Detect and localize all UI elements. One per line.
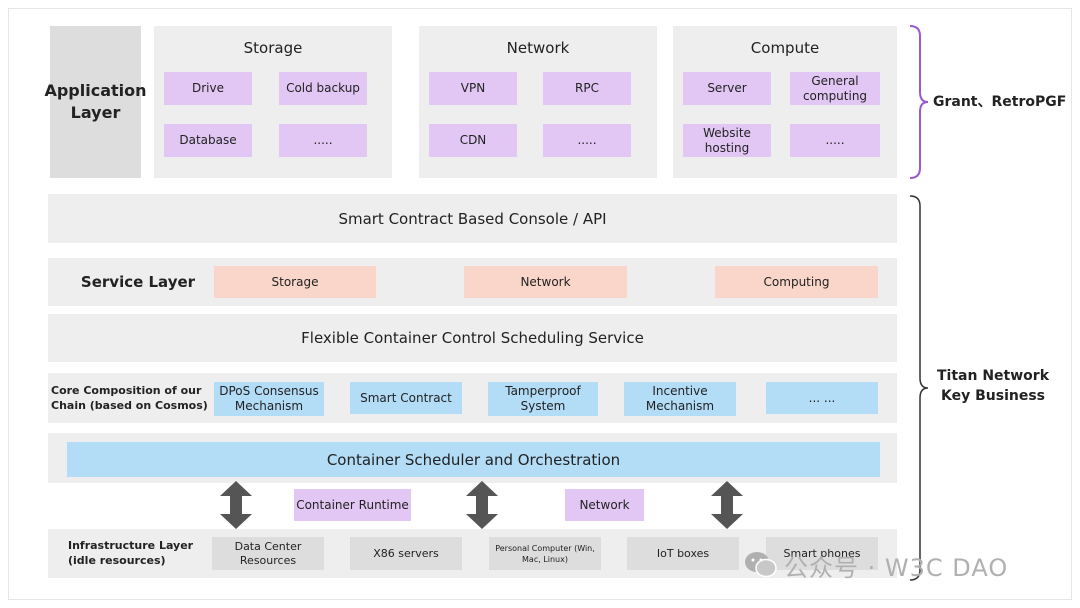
service-item-network: Network (464, 266, 627, 298)
network-item-more: ..... (543, 124, 631, 157)
network-item-cdn: CDN (429, 124, 517, 157)
network-item-rpc: RPC (543, 72, 631, 105)
core-item-smart-contract: Smart Contract (350, 382, 462, 414)
service-item-computing: Computing (715, 266, 878, 298)
storage-item-cold-backup: Cold backup (279, 72, 367, 105)
storage-item-more: ..... (279, 124, 367, 157)
core-composition: Core Composition of our Chain (based on … (48, 373, 897, 423)
container-scheduler-bar: Container Scheduler and Orchestration (67, 442, 880, 477)
core-item-tamperproof: Tamperproof System (488, 382, 598, 416)
orchestration-layer: Container Scheduler and Orchestration (48, 433, 897, 483)
scheduling-service-bar: Flexible Container Control Scheduling Se… (48, 314, 897, 362)
infrastructure-layer-title: Infrastructure Layer (idle resources) (68, 539, 194, 567)
bottom-brace-icon (909, 195, 929, 581)
core-item-dpos: DPoS Consensus Mechanism (214, 382, 324, 416)
watermark: 公众号 · W3C DAO (744, 548, 1054, 582)
storage-group: Storage Drive Cold backup Database ..... (154, 26, 392, 178)
storage-group-title: Storage (243, 39, 303, 57)
scheduling-service-title: Flexible Container Control Scheduling Se… (301, 329, 644, 347)
network-group: Network VPN RPC CDN ..... (419, 26, 657, 178)
bottom-brace-label: Titan Network Key Business (937, 368, 1049, 404)
double-arrow-icon (711, 481, 743, 529)
infra-item-personal-computer: Personal Computer (Win, Mac, Linux) (489, 537, 601, 570)
service-layer-title: Service Layer (80, 273, 196, 291)
wechat-icon (745, 552, 777, 578)
application-layer-title: Application Layer (44, 81, 147, 122)
network-item-vpn: VPN (429, 72, 517, 105)
middle-network-box: Network (565, 489, 644, 521)
watermark-text: 公众号 · W3C DAO (784, 553, 1009, 582)
core-composition-title: Core Composition of our Chain (based on … (51, 384, 208, 412)
compute-group: Compute Server General computing Website… (673, 26, 897, 178)
top-brace-icon (909, 25, 929, 179)
storage-item-database: Database (164, 124, 252, 157)
application-layer-label: Application Layer (44, 26, 147, 178)
double-arrow-icon (220, 481, 252, 529)
network-group-title: Network (506, 39, 570, 57)
compute-group-title: Compute (750, 39, 820, 57)
infra-item-smart-phones: Smart phones (766, 537, 878, 570)
compute-item-website-hosting: Website hosting (683, 124, 771, 157)
service-layer: Service Layer Storage Network Computing (48, 258, 897, 306)
infra-item-iot-boxes: IoT boxes (627, 537, 739, 570)
console-api-title: Smart Contract Based Console / API (338, 209, 607, 228)
container-runtime-box: Container Runtime (294, 489, 411, 521)
core-item-more: ... ... (766, 382, 878, 414)
service-item-storage: Storage (214, 266, 376, 298)
storage-item-drive: Drive (164, 72, 252, 105)
infra-item-data-center: Data Center Resources (212, 537, 324, 570)
double-arrow-icon (466, 481, 498, 529)
compute-item-more: ..... (790, 124, 880, 157)
console-api-bar: Smart Contract Based Console / API (48, 194, 897, 243)
top-brace-label: Grant、RetroPGF (933, 94, 1067, 110)
compute-item-general-computing: General computing (790, 72, 880, 105)
core-item-incentive: Incentive Mechanism (624, 382, 736, 416)
compute-item-server: Server (683, 72, 771, 105)
infrastructure-layer: Infrastructure Layer (idle resources) Da… (48, 529, 897, 578)
infra-item-x86-servers: X86 servers (350, 537, 462, 570)
